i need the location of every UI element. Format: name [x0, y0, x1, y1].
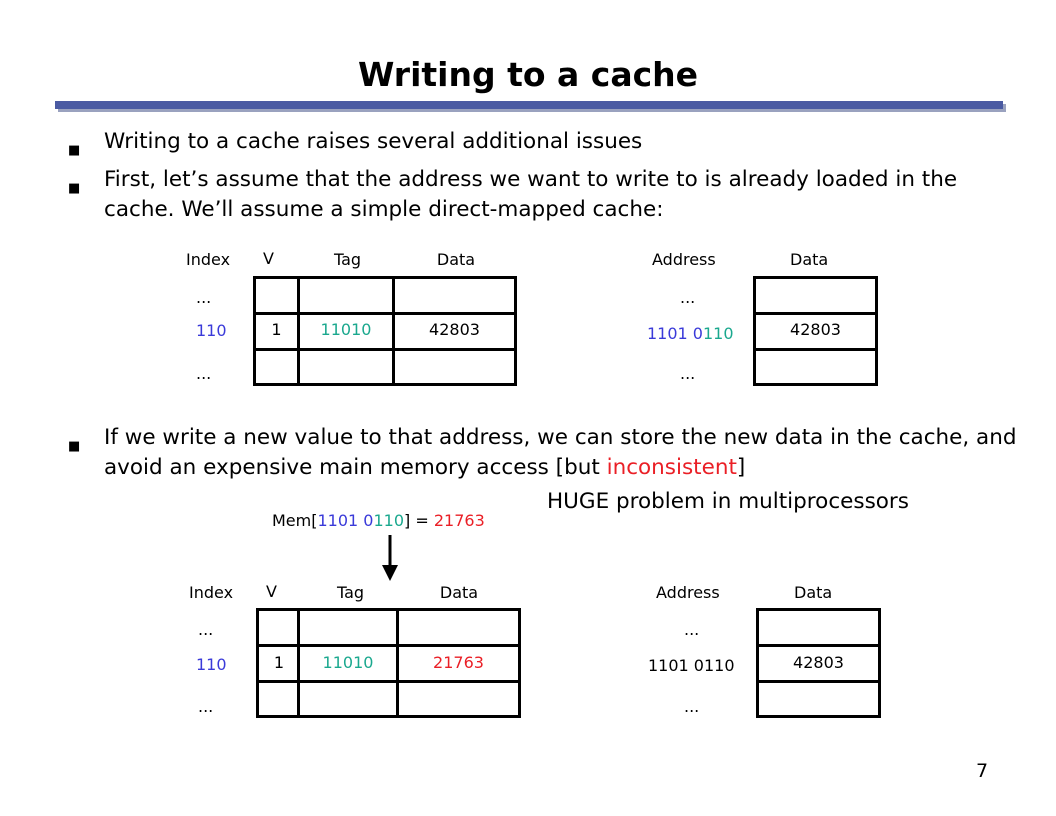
- memory2-address: 1101 0110: [648, 656, 735, 675]
- memory2-data-value: 42803: [793, 653, 844, 672]
- table2-header-v: V: [266, 582, 277, 601]
- memory1-address: 1101 0110: [647, 324, 734, 344]
- table2-row-divider: [256, 680, 521, 683]
- table2-dots-top: ...: [198, 620, 214, 639]
- table1-header-tag: Tag: [333, 250, 362, 269]
- memory1-address-low: 110: [702, 324, 734, 343]
- memory2-box: [756, 608, 881, 718]
- table1-data-value: 42803: [429, 320, 480, 339]
- bullet-marker-icon: ■: [68, 143, 81, 158]
- table1-valid-bit: 1: [271, 320, 282, 339]
- memory2-header-data: Data: [794, 583, 833, 602]
- table1-header-v: V: [263, 249, 274, 268]
- memory1-dots-bottom: ...: [680, 364, 696, 383]
- table1-tag-value: 11010: [320, 320, 372, 339]
- table1-dots-top: ...: [196, 288, 212, 307]
- table1-divider-v: [297, 276, 300, 386]
- memory2-dots-top: ...: [684, 620, 700, 639]
- bullet-2: ■ First, let’s assume that the address w…: [68, 165, 1028, 227]
- table1-index-110: 110: [196, 321, 227, 340]
- memory2-header-address: Address: [656, 583, 720, 602]
- multiprocessor-note: HUGE problem in multiprocessors: [547, 489, 909, 514]
- bullet-3-main: If we write a new value to that address,…: [104, 425, 1017, 480]
- write-arrow-icon: [382, 535, 398, 581]
- table1-dots-bottom: ...: [196, 364, 212, 383]
- table1-header-index: Index: [186, 250, 231, 269]
- memory1-data-value: 42803: [790, 320, 841, 339]
- write-op-addr-high: 1101 0: [317, 511, 374, 530]
- memory1-row-divider: [753, 312, 878, 315]
- memory1-address-high: 1101 0: [647, 324, 703, 343]
- memory1-dots-top: ...: [680, 288, 696, 307]
- memory1-row-divider: [753, 348, 878, 351]
- bullet-3-close: ]: [736, 455, 746, 480]
- memory1-header-address: Address: [652, 250, 716, 269]
- memory2-dots-bottom: ...: [684, 697, 700, 716]
- table2-data-value: 21763: [433, 653, 484, 672]
- table1-cache-box: [253, 276, 517, 386]
- write-op-suffix: ] =: [404, 511, 434, 530]
- write-op-addr-low: 110: [373, 511, 405, 530]
- bullet-3: ■ If we write a new value to that addres…: [68, 423, 1028, 485]
- table2-divider-v: [297, 608, 300, 718]
- page-number: 7: [976, 760, 989, 782]
- table1-divider-tag: [392, 276, 395, 386]
- title-rule: [55, 101, 1003, 109]
- write-op-prefix: Mem[: [272, 511, 318, 530]
- memory2-row-divider: [756, 680, 881, 683]
- bullet-2-text: First, let’s assume that the address we …: [104, 167, 958, 222]
- write-op-value: 21763: [433, 511, 485, 530]
- table2-index-110: 110: [196, 655, 227, 674]
- memory1-header-data: Data: [790, 250, 829, 269]
- table2-header-tag: Tag: [336, 583, 365, 602]
- table2-cache-box: [256, 608, 521, 718]
- table1-header-data: Data: [436, 250, 476, 269]
- bullet-marker-icon: ■: [68, 181, 81, 196]
- table2-valid-bit: 1: [273, 653, 285, 672]
- table2-row-divider: [256, 644, 521, 647]
- bullet-3-inconsistent: inconsistent: [606, 455, 737, 480]
- memory2-row-divider: [756, 644, 881, 647]
- memory1-box: [753, 276, 878, 386]
- bullet-1: ■ Writing to a cache raises several addi…: [68, 127, 1028, 158]
- table2-dots-bottom: ...: [198, 697, 214, 716]
- table2-tag-value: 11010: [322, 653, 374, 672]
- table1-row-divider: [253, 348, 517, 351]
- slide-title: Writing to a cache: [357, 55, 699, 94]
- write-operation: Mem[1101 0110] = 21763: [272, 511, 485, 531]
- table2-divider-tag: [396, 608, 399, 718]
- bullet-1-text: Writing to a cache raises several additi…: [104, 129, 643, 154]
- bullet-marker-icon: ■: [68, 439, 81, 454]
- table2-header-data: Data: [439, 583, 479, 602]
- bullet-3-text: If we write a new value to that address,…: [104, 423, 1028, 483]
- table2-header-index: Index: [189, 583, 234, 602]
- table1-row-divider: [253, 312, 517, 315]
